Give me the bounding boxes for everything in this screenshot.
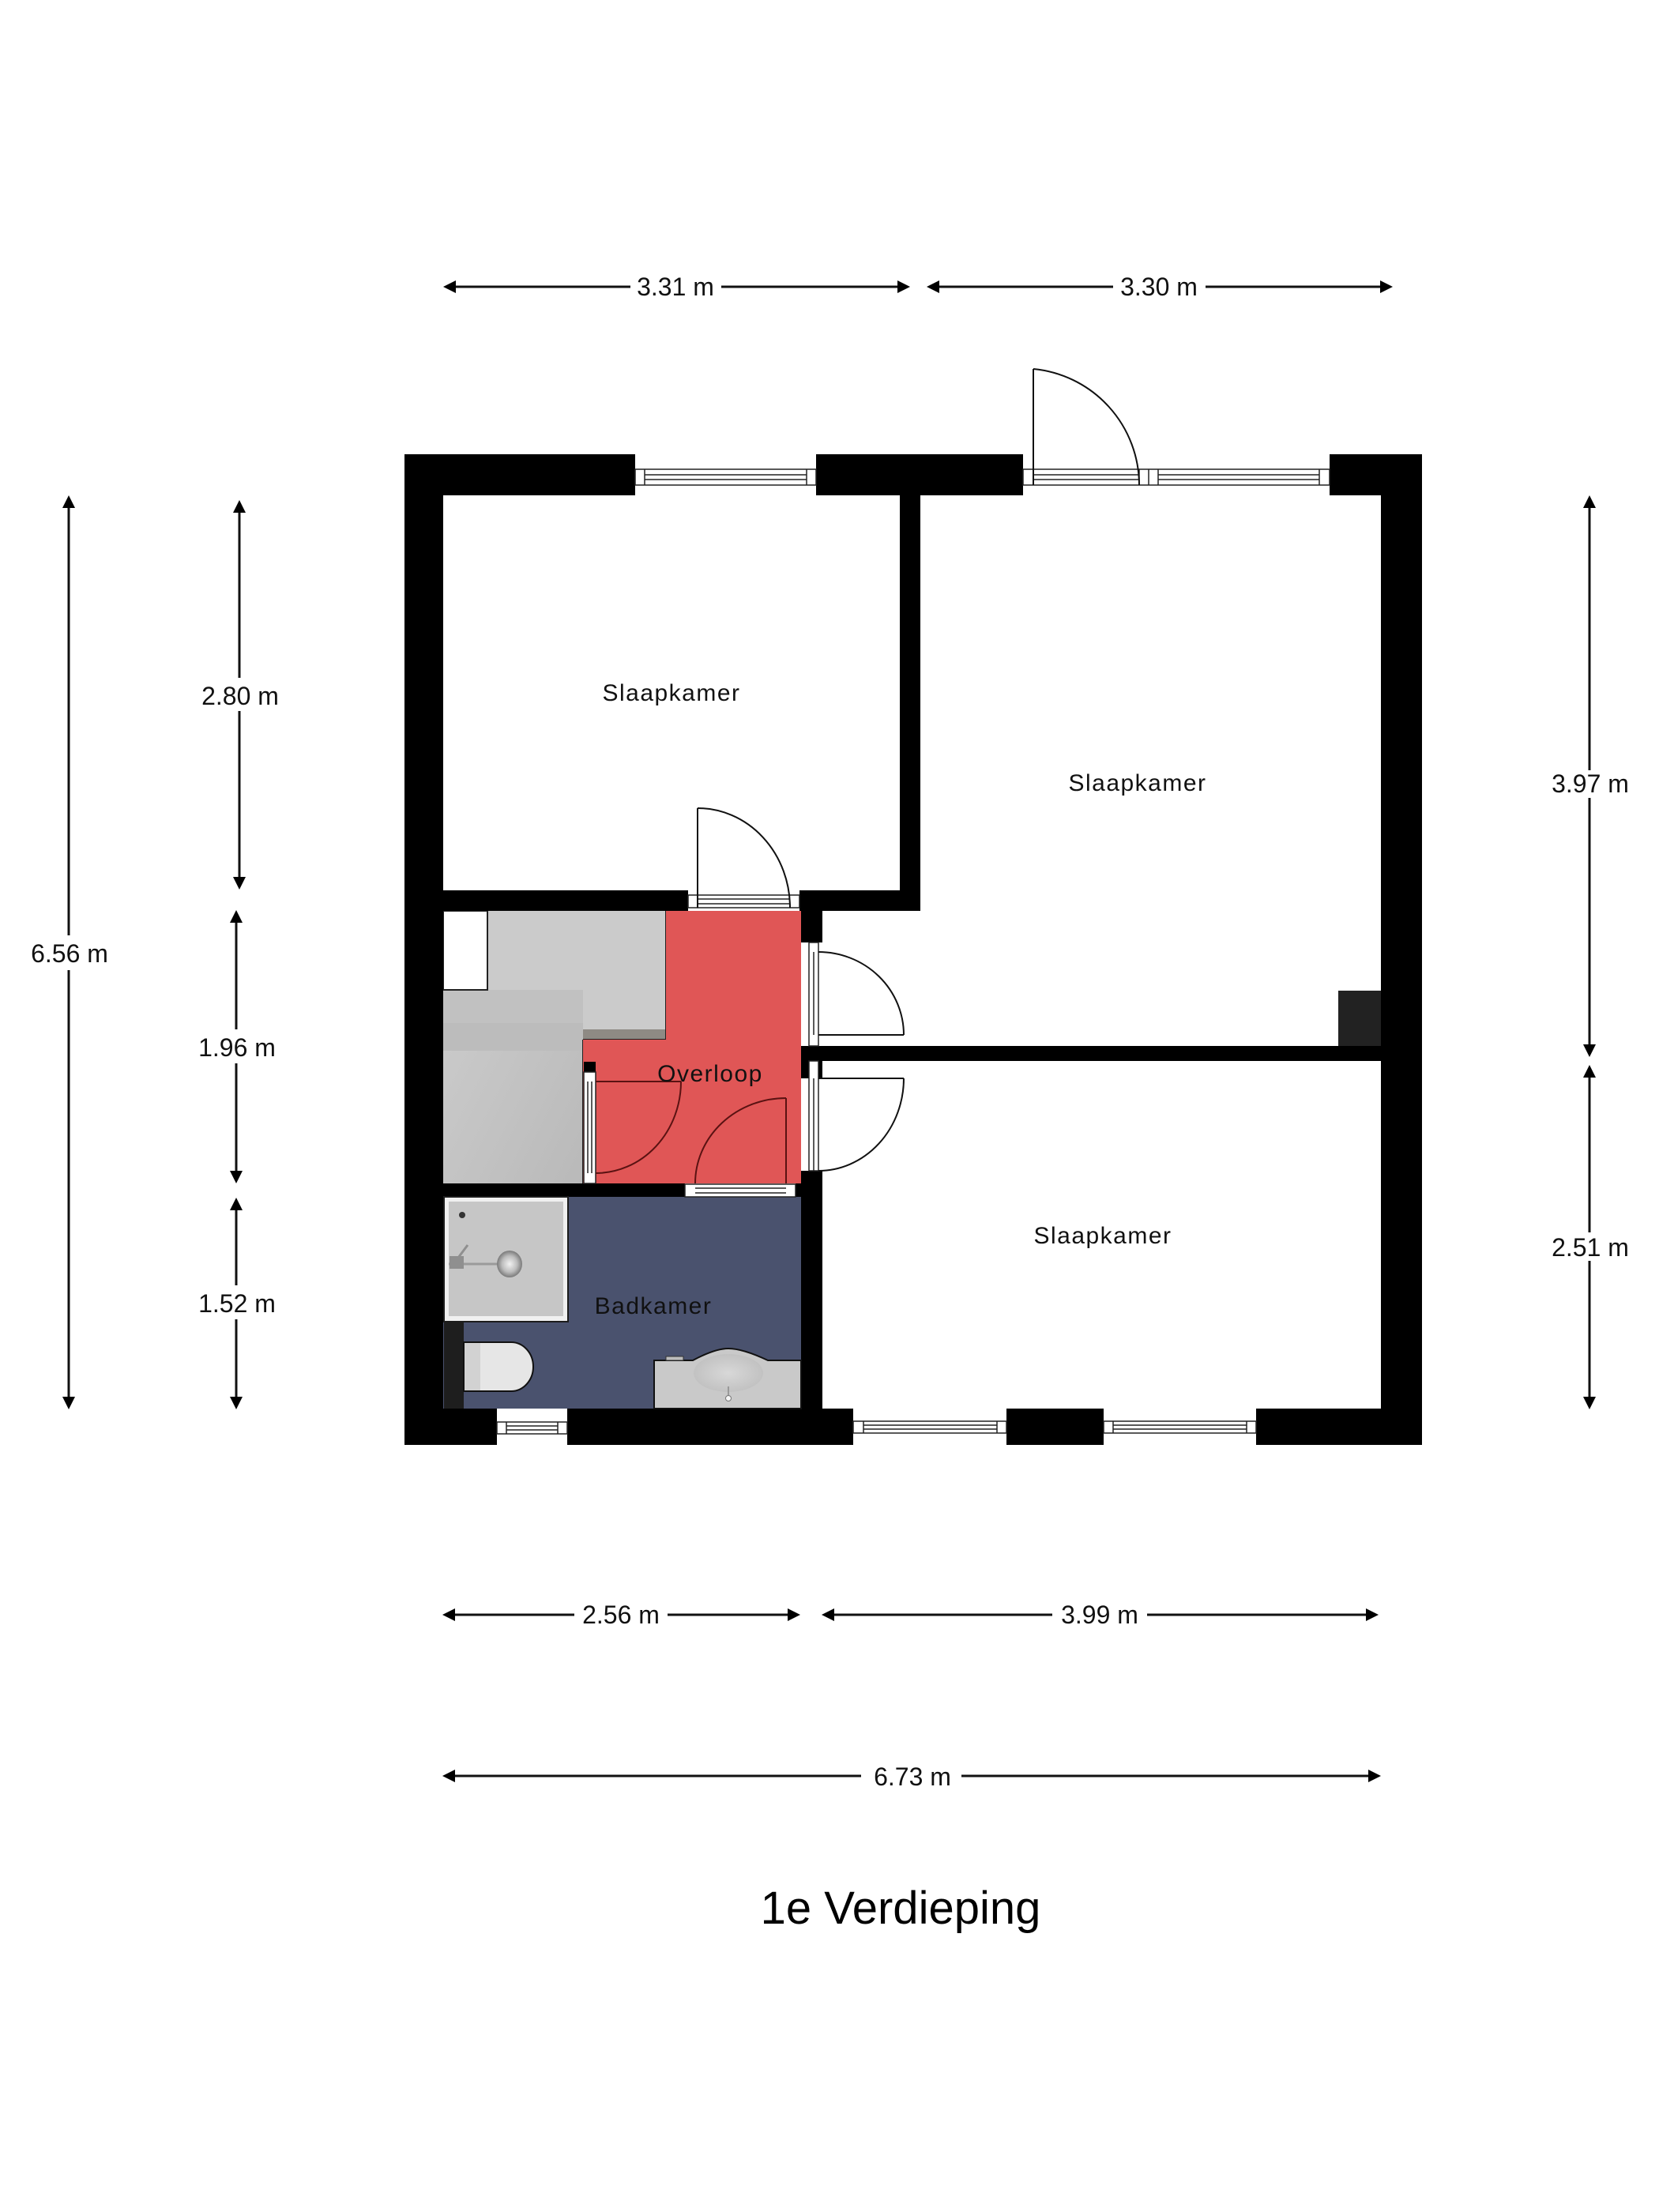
floor-title: 1e Verdieping — [761, 1883, 1041, 1934]
staircase — [442, 910, 667, 1183]
room-fills — [442, 910, 801, 1409]
dimension-bottom-1: 2.56 m — [442, 1601, 800, 1629]
dimension-bottom-total: 6.73 m — [442, 1762, 1381, 1791]
room-label-landing: Overloop — [657, 1061, 763, 1087]
walls — [404, 454, 1422, 1445]
door-stairs — [583, 1071, 682, 1184]
shower-tray — [443, 1196, 569, 1322]
window-top-right — [1022, 468, 1330, 486]
windows — [496, 468, 1330, 1435]
dimension-label: 3.99 m — [1061, 1601, 1138, 1629]
sink-bowl — [694, 1354, 763, 1392]
room-labels: Slaapkamer Slaapkamer Overloop Slaapkame… — [595, 680, 1206, 1319]
sink-counter — [653, 1347, 802, 1409]
window-bottom-1 — [852, 1420, 1007, 1434]
window-bottom-2 — [1103, 1420, 1257, 1434]
dimensions: 3.31 m 3.30 m 6.56 m 2.80 m — [31, 273, 1629, 1791]
dimension-left-2: 1.96 m — [198, 910, 276, 1183]
dimension-label: 1.52 m — [198, 1289, 276, 1318]
door-balcony — [1033, 368, 1140, 486]
drain-icon — [459, 1212, 465, 1218]
dimension-label: 1.96 m — [198, 1033, 276, 1062]
dimension-left-3: 1.52 m — [198, 1198, 276, 1409]
dimension-left-total: 6.56 m — [31, 495, 108, 1409]
tap-icon — [725, 1395, 732, 1401]
door-bedroom-top-left — [687, 807, 800, 908]
dimension-bottom-2: 3.99 m — [822, 1601, 1379, 1629]
door-bathroom — [684, 1097, 796, 1198]
dimension-top-1: 3.31 m — [443, 273, 910, 301]
dimension-label: 2.80 m — [201, 682, 279, 710]
bathroom-fixtures — [443, 1196, 802, 1409]
doors — [583, 368, 1140, 1198]
dimension-right-2: 2.51 m — [1552, 1065, 1629, 1409]
dimension-label: 3.31 m — [637, 273, 714, 301]
door-bedroom-bottom-right — [808, 1060, 905, 1172]
room-label-bedroom-top-right: Slaapkamer — [1068, 770, 1206, 796]
dimension-label: 3.97 m — [1552, 769, 1629, 798]
room-label-bathroom: Badkamer — [595, 1293, 713, 1319]
dimension-label: 3.30 m — [1120, 273, 1198, 301]
dimension-top-2: 3.30 m — [927, 273, 1393, 301]
window-top-left — [634, 468, 817, 486]
dimension-label: 6.56 m — [31, 939, 108, 968]
room-label-bedroom-top-left: Slaapkamer — [602, 680, 740, 706]
dimension-label: 2.51 m — [1552, 1233, 1629, 1262]
dimension-left-1: 2.80 m — [201, 500, 279, 890]
room-label-bedroom-bottom-right: Slaapkamer — [1033, 1223, 1172, 1249]
door-bedroom-top-right — [808, 942, 905, 1047]
landing-floor — [583, 911, 801, 1183]
dimension-label: 6.73 m — [874, 1762, 951, 1791]
shower-head-icon — [497, 1251, 522, 1277]
window-bathroom — [496, 1421, 568, 1435]
dimension-label: 2.56 m — [582, 1601, 660, 1629]
dimension-right-1: 3.97 m — [1552, 495, 1629, 1057]
toilet — [463, 1341, 534, 1392]
